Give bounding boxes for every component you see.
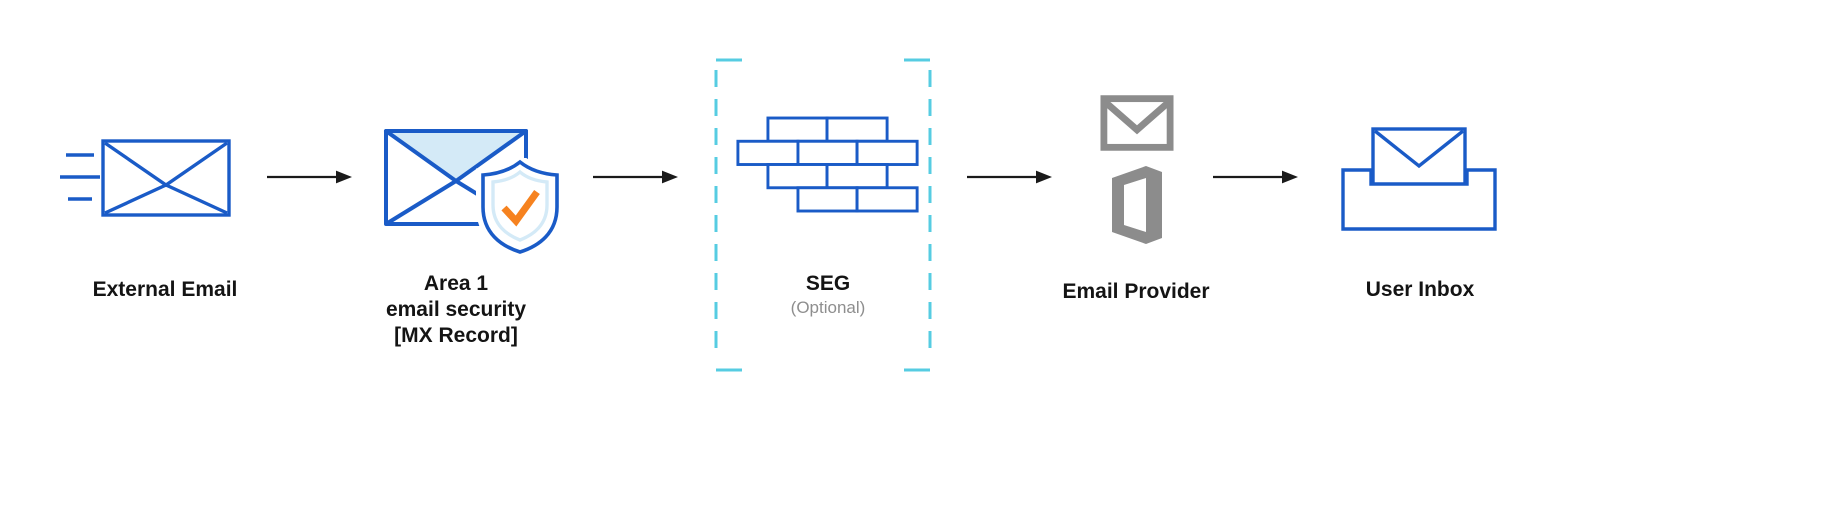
node-label-email-provider: Email Provider — [1062, 280, 1210, 303]
firewall-brick-icon — [736, 116, 919, 213]
node-label-user-inbox: User Inbox — [1365, 278, 1475, 301]
area1-label-line1: Area 1 — [423, 272, 489, 295]
envelope-flap — [1373, 129, 1465, 169]
check-icon — [501, 189, 540, 227]
envelope-body — [1371, 127, 1467, 193]
node-label-external-email: External Email — [92, 278, 238, 301]
dashed-optional-boundary — [714, 58, 932, 372]
envelope-fold — [384, 179, 458, 226]
inbox-envelope-icon — [1341, 127, 1497, 231]
shield-check-icon — [476, 158, 564, 258]
envelope-fold — [165, 183, 228, 215]
node-sublabel-optional: (Optional) — [790, 298, 866, 317]
envelope-flap — [384, 129, 528, 183]
envelope-fold — [104, 183, 167, 215]
office-icon — [1112, 166, 1162, 244]
area1-label-line3: [MX Record] — [394, 324, 518, 347]
inbox-tray — [1341, 168, 1497, 231]
incoming-email-icon — [60, 139, 231, 217]
gmail-icon — [1100, 95, 1174, 151]
shield-inner-outline — [491, 169, 549, 242]
node-label-seg: SEG — [805, 272, 851, 295]
node-label-area1: Area 1 email security [MX Record] — [356, 271, 556, 349]
flow-arrow — [1213, 170, 1298, 184]
flow-arrow — [267, 170, 352, 184]
flow-arrow — [593, 170, 678, 184]
area1-label-line2: email security — [385, 298, 527, 321]
flow-arrow — [967, 170, 1052, 184]
